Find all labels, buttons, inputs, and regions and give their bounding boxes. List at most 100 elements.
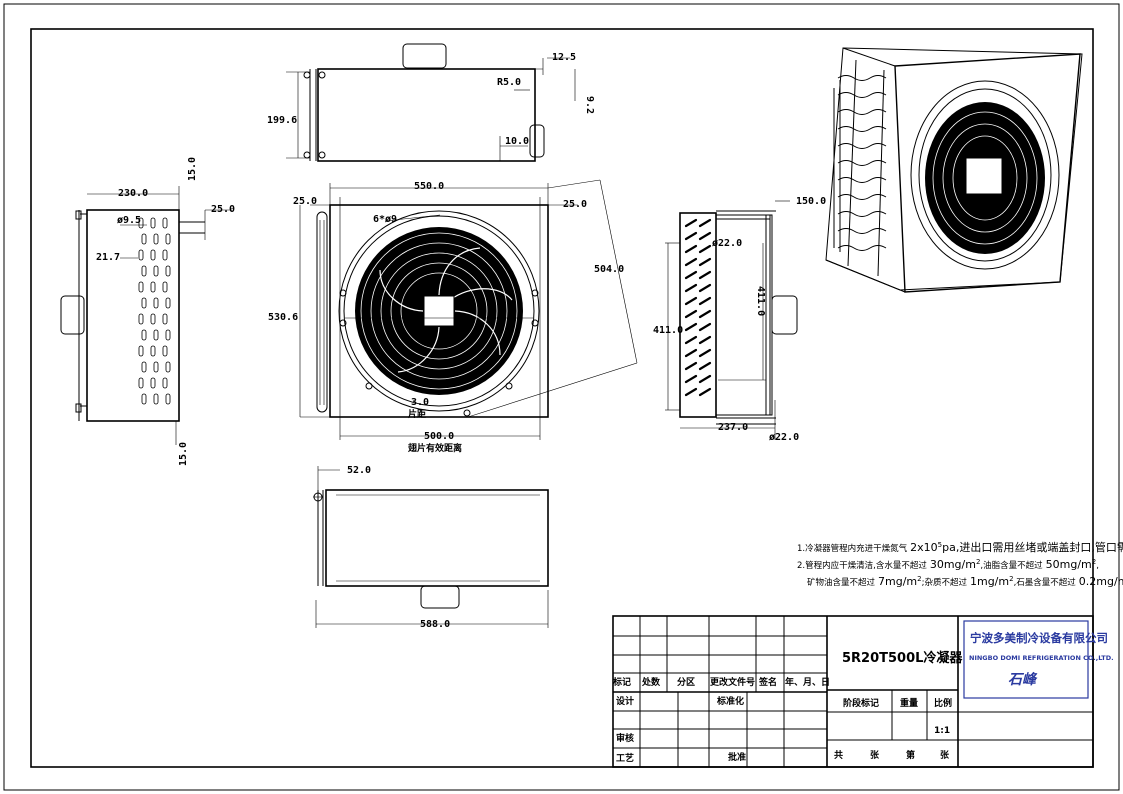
fin-slot (162, 377, 168, 389)
fin-slot (141, 393, 147, 405)
dim-left-width: 230.0 (118, 188, 148, 199)
dim-front-fin-len: 500.0 (424, 431, 454, 442)
coil-tube (837, 75, 887, 81)
fin-slot (684, 283, 698, 293)
fin-slot (153, 393, 159, 405)
tb-total: 共 (834, 749, 843, 761)
dim-front-left: 25.0 (293, 196, 317, 207)
fin-slot (138, 313, 144, 325)
coil-tube (837, 92, 887, 98)
fin-slot (153, 265, 159, 277)
tb-weight: 重量 (900, 697, 918, 709)
coil-tube (837, 109, 887, 115)
dim-front-holes: 6*ø9 (373, 214, 397, 225)
fin-slot (141, 361, 147, 373)
dim-right-pipe-top: ø22.0 (712, 238, 742, 249)
coil-tube (837, 177, 887, 183)
tb-sign: 签名 (758, 676, 777, 688)
dim-top-tab: 12.5 (552, 52, 576, 63)
fin-slot (138, 249, 144, 261)
fin-slot (162, 217, 168, 229)
fin-slot (684, 244, 698, 254)
fin-slot (684, 231, 698, 241)
tb-stage-mark: 阶段标记 (843, 697, 879, 709)
dim-right-pipe-bottom: ø22.0 (769, 432, 799, 443)
coil-tube (837, 211, 887, 217)
dim-left-pipe: 25.0 (211, 204, 235, 215)
fin-slot (698, 374, 712, 384)
fin-slot (698, 335, 712, 345)
fin-slot (698, 322, 712, 332)
dim-top-tab2: 10.0 (505, 136, 529, 147)
fin-slot (138, 377, 144, 389)
tb-design: 设计 (616, 695, 634, 707)
dim-left-bottom: 15.0 (178, 442, 189, 466)
fin-slot (698, 283, 712, 293)
dim-front-fin-pitch: 3.0 (411, 397, 429, 408)
outer-border (3, 3, 1120, 791)
fin-slot (162, 313, 168, 325)
front-view (299, 179, 638, 440)
fin-slot (165, 393, 171, 405)
fin-slot (684, 374, 698, 384)
dim-front-height: 530.6 (268, 312, 298, 323)
fin-slot (684, 348, 698, 358)
fin-slot (141, 297, 147, 309)
side-left-fin-slots (138, 217, 171, 405)
fin-slot (153, 297, 159, 309)
dim-right-depth: 150.0 (796, 196, 826, 207)
fin-slot (684, 218, 698, 228)
fin-slot (141, 329, 147, 341)
fin-slot (684, 296, 698, 306)
fin-slot (698, 309, 712, 319)
note-line-1: 1.冷凝器管程内充进干燥氮气2x105pa,进出口需用丝堵或端盖封口,管口需保护… (797, 540, 1123, 554)
isometric-coil-tubes (837, 75, 887, 251)
fin-slot (698, 244, 712, 254)
fin-slot (684, 322, 698, 332)
fin-slot (698, 270, 712, 280)
fin-slot (138, 217, 144, 229)
fin-slot (698, 218, 712, 228)
fin-slot (150, 249, 156, 261)
dim-front-diag: 504.0 (594, 264, 624, 275)
fin-slot (698, 231, 712, 241)
dim-bottom-tab: 52.0 (347, 465, 371, 476)
technical-notes: 1.冷凝器管程内充进干燥氮气2x105pa,进出口需用丝堵或端盖封口,管口需保护… (797, 540, 1123, 588)
fin-slot (684, 387, 698, 397)
fin-slot (150, 313, 156, 325)
coil-tube (837, 245, 887, 251)
dim-left-hole: ø9.5 (117, 215, 141, 226)
fin-slot (684, 361, 698, 371)
fin-slot (141, 233, 147, 245)
dim-left-offset: 21.7 (96, 252, 120, 263)
top-view (286, 43, 576, 162)
product-title: 5R20T500L冷凝器 (842, 650, 963, 666)
fin-slot (165, 297, 171, 309)
tb-standardize: 标准化 (716, 695, 744, 707)
fin-slot (162, 281, 168, 293)
fin-slot (684, 335, 698, 345)
fin-slot (150, 345, 156, 357)
side-right-view (665, 200, 798, 440)
tb-mark: 标记 (612, 676, 631, 688)
fin-slot (698, 387, 712, 397)
fin-slot (684, 270, 698, 280)
coil-tube (837, 228, 887, 234)
tb-zone: 分区 (677, 676, 695, 688)
tb-process: 工艺 (616, 752, 634, 764)
dim-front-right: 25.0 (563, 199, 587, 210)
fin-slot (150, 377, 156, 389)
fin-slot (162, 249, 168, 261)
fin-slot (698, 257, 712, 267)
side-left-view (60, 186, 232, 445)
fin-slot (698, 348, 712, 358)
isometric-view (825, 47, 1083, 293)
tb-page: 第 (906, 749, 915, 761)
fin-slot (150, 217, 156, 229)
fin-slot (165, 265, 171, 277)
fin-slot (165, 361, 171, 373)
fin-slot (162, 345, 168, 357)
tb-scale: 比例 (934, 697, 952, 709)
